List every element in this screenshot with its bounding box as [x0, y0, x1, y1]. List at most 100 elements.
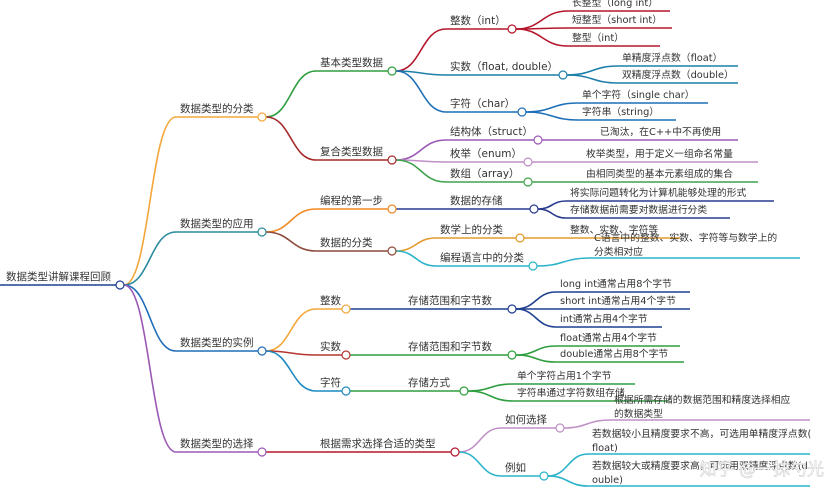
connector — [265, 231, 317, 252]
branch-4-topic: 数据类型的选择 — [180, 437, 254, 450]
leaf-2-1-1-1: 将实际问题转化为计算机能够处理的形式 — [570, 186, 747, 199]
connector — [525, 111, 579, 121]
leaf-3-1-1-3: int通常占用4个字节 — [560, 312, 648, 325]
connector — [395, 159, 447, 183]
connector — [515, 308, 557, 328]
connector — [265, 116, 317, 161]
leaf-2-2-2-1: C语言中的整数、实数、字符等与数学上的分类相对应 — [594, 231, 777, 258]
node-dot — [257, 227, 267, 237]
leaf-2-1-1-2: 存储数据前需要对数据进行分类 — [570, 203, 707, 216]
connector — [515, 354, 557, 363]
connector — [525, 102, 579, 113]
connector — [123, 284, 177, 453]
detail-1-1-1: 整数（int） — [450, 14, 506, 27]
leaf-3-2-1-1: float通常占用4个字节 — [560, 331, 657, 344]
connector — [458, 427, 502, 453]
connector — [123, 284, 177, 352]
connector — [265, 308, 317, 352]
node-dot — [387, 246, 397, 256]
connector — [547, 453, 589, 477]
subtopic-2-1: 编程的第一步 — [320, 194, 383, 207]
leaf-3-1-1-1: long int通常占用8个字节 — [560, 277, 672, 290]
detail-3-1-1: 存储范围和字节数 — [408, 294, 492, 307]
node-dot — [539, 471, 549, 481]
node-dot — [529, 204, 539, 214]
detail-1-2-3: 数组（array） — [450, 167, 520, 180]
leaf-1-1-2-2: 双精度浮点数（double） — [622, 68, 734, 81]
branch-2-topic: 数据类型的应用 — [180, 217, 254, 230]
node-dot — [517, 107, 527, 117]
connector — [515, 10, 569, 30]
connector — [566, 74, 619, 84]
root-topic: 数据类型讲解课程回顾 — [6, 270, 111, 283]
detail-1-1-2: 实数（float, double） — [450, 60, 558, 73]
leaf-3-1-1-2: short int通常占用4个字节 — [560, 294, 676, 307]
subtopic-4-1: 根据需求选择合适的类型 — [320, 437, 436, 450]
subtopic-1-1: 基本类型数据 — [320, 56, 383, 69]
detail-2-2-1: 数学上的分类 — [440, 223, 503, 236]
detail-1-2-1: 结构体（struct） — [450, 125, 533, 138]
connector — [566, 65, 619, 76]
subtopic-3-3: 字符 — [320, 376, 341, 389]
node-dot — [515, 233, 525, 243]
connector — [515, 28, 569, 47]
connector — [395, 139, 447, 161]
node-dot — [507, 24, 517, 34]
leaf-1-1-1-2: 短整型（short int） — [572, 13, 662, 26]
branch-1-topic: 数据类型的分类 — [180, 102, 254, 115]
node-dot — [528, 261, 538, 271]
subtopic-2-2: 数据的分类 — [320, 236, 373, 249]
node-dot — [523, 177, 533, 187]
connector — [395, 28, 447, 72]
leaf-4-1-2-1: 若数据较小且精度要求不高，可选用单精度浮点数(float) — [592, 427, 812, 454]
connector — [547, 475, 589, 487]
connector — [265, 208, 317, 233]
leaf-1-1-1-3: 整型（int） — [572, 31, 624, 44]
subtopic-1-2: 复合类型数据 — [320, 145, 383, 158]
node-dot — [507, 304, 517, 314]
leaf-1-1-2-1: 单精度浮点数（float） — [622, 51, 722, 64]
node-dot — [555, 423, 565, 433]
node-dot — [257, 346, 267, 356]
leaf-1-2-1-1: 已淘汰，在C++中不再使用 — [600, 125, 721, 138]
node-dot — [341, 386, 351, 396]
node-dot — [115, 280, 125, 290]
connector — [265, 70, 317, 118]
leaf-1-1-3-1: 单个字符（single char） — [582, 88, 695, 101]
connector — [536, 257, 591, 267]
connector — [563, 419, 611, 429]
leaf-1-2-2-1: 枚举类型，用于定义一组命名常量 — [586, 147, 733, 160]
node-dot — [257, 447, 267, 457]
leaf-3-3-1-1: 单个字符占用1个字节 — [517, 369, 612, 382]
connector — [458, 451, 502, 477]
detail-3-3-1: 存储方式 — [408, 376, 450, 389]
subtopic-3-1: 整数 — [320, 294, 341, 307]
node-dot — [450, 447, 460, 457]
connector — [123, 231, 177, 286]
connector — [395, 250, 437, 267]
connector — [395, 70, 447, 113]
node-dot — [459, 386, 469, 396]
leaf-4-1-1-1: 根据所需存储的数据范围和精度选择相应的数据类型 — [614, 393, 791, 420]
detail-1-1-3: 字符（char） — [450, 97, 515, 110]
detail-2-1-1: 数据的存储 — [450, 194, 503, 207]
node-dot — [533, 135, 543, 145]
detail-4-1-1: 如何选择 — [505, 413, 547, 426]
connector — [537, 208, 567, 219]
connector — [515, 345, 557, 356]
node-dot — [507, 350, 517, 360]
node-dot — [387, 204, 397, 214]
subtopic-3-2: 实数 — [320, 340, 341, 353]
connector — [265, 350, 317, 392]
branch-3-topic: 数据类型的实例 — [180, 336, 254, 349]
leaf-2-2-1-1: 整数、实数、字符等 — [570, 223, 658, 236]
connector — [395, 237, 437, 252]
node-dot — [523, 157, 533, 167]
connector — [537, 200, 567, 210]
connector — [467, 390, 514, 402]
leaf-1-1-3-2: 字符串（string） — [582, 105, 659, 118]
leaf-1-2-3-1: 由相同类型的基本元素组成的集合 — [586, 167, 733, 180]
leaf-3-2-1-2: double通常占用8个字节 — [560, 347, 668, 360]
node-dot — [341, 350, 351, 360]
